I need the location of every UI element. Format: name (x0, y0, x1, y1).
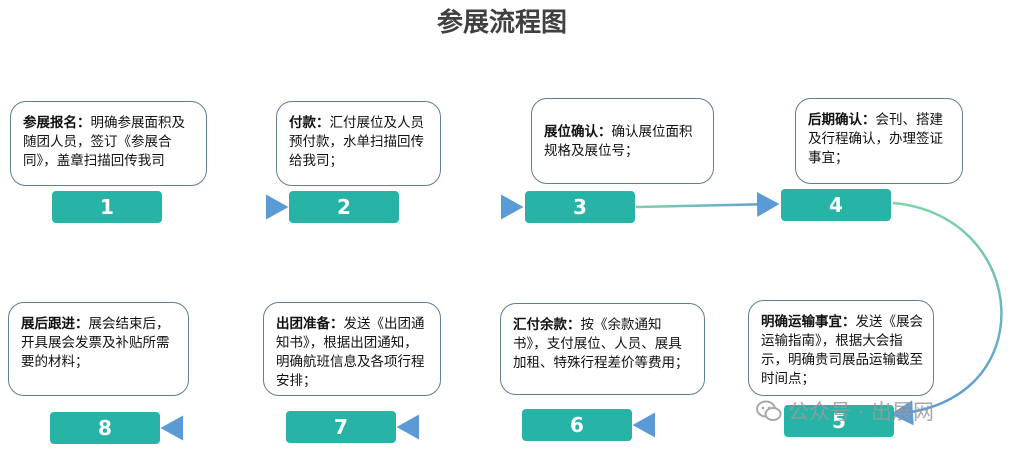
step-description: 发送《展会运输指南》，根据大会指示，明确贵司展品运输截至时间点； (761, 314, 923, 387)
step-card-7: 出团准备：发送《出团通知书》，根据出团通知，明确航班信息及各项行程安排； (263, 302, 441, 396)
step-description: 确认展位面积规格及展位号； (544, 124, 693, 159)
step-card-8: 展后跟进：展会结束后，开具展会发票及补贴所需要的材料； (8, 302, 189, 396)
step-description: 按《余款通知书》，支付展位、人员、展具加租、特殊行程差价等费用； (513, 317, 689, 371)
step-card-5: 明确运输事宜：发送《展会运输指南》，根据大会指示，明确贵司展品运输截至时间点； (748, 300, 934, 396)
step-number-7: 7 (286, 411, 396, 443)
step-card-6: 汇付余款：按《余款通知书》，支付展位、人员、展具加租、特殊行程差价等费用； (500, 303, 705, 395)
chat-bubble-icon (756, 400, 782, 421)
step-card-4: 后期确认：会刊、搭建及行程确认，办理签证事宜； (795, 98, 963, 184)
watermark: 公众号 · 出展网 (756, 396, 934, 426)
step-number-4: 4 (781, 189, 891, 221)
step-card-3: 展位确认：确认展位面积规格及展位号； (531, 98, 714, 184)
arrow-3-4 (635, 191, 780, 217)
step-heading: 出团准备： (276, 316, 344, 332)
step-description: 明确参展面积及随团人员，签订《参展合同》，盖章扫描回传我司 (23, 115, 185, 169)
page-title: 参展流程图 (436, 8, 567, 38)
step-description: 汇付展位及人员预付款，水单扫描回传给我司； (289, 115, 424, 169)
step-heading: 展后跟进： (21, 316, 89, 332)
step-number-8: 8 (50, 412, 160, 444)
step-number-5: 5 (784, 405, 894, 437)
step-card-2: 付款：汇付展位及人员预付款，水单扫描回传给我司； (276, 101, 441, 186)
step-heading: 汇付余款： (513, 317, 581, 333)
step-card-1: 参展报名：明确参展面积及随团人员，签订《参展合同》，盖章扫描回传我司 (10, 101, 207, 186)
step-number-2: 2 (289, 191, 399, 223)
step-heading: 后期确认： (808, 112, 876, 128)
step-heading: 展位确认： (544, 124, 612, 140)
step-heading: 明确运输事宜： (761, 314, 856, 330)
watermark-text: 公众号 · 出展网 (788, 400, 935, 424)
step-number-3: 3 (525, 191, 635, 223)
arrow-4-5 (890, 201, 1003, 426)
step-heading: 付款： (289, 115, 330, 131)
step-number-1: 1 (52, 191, 162, 223)
step-description: 发送《出团通知书》，根据出团通知，明确航班信息及各项行程安排； (276, 316, 425, 389)
step-description: 会刊、搭建及行程确认，办理签证事宜； (808, 112, 943, 166)
step-heading: 参展报名： (23, 115, 91, 131)
step-number-6: 6 (522, 409, 632, 441)
step-description: 展会结束后，开具展会发票及补贴所需要的材料； (21, 316, 170, 370)
